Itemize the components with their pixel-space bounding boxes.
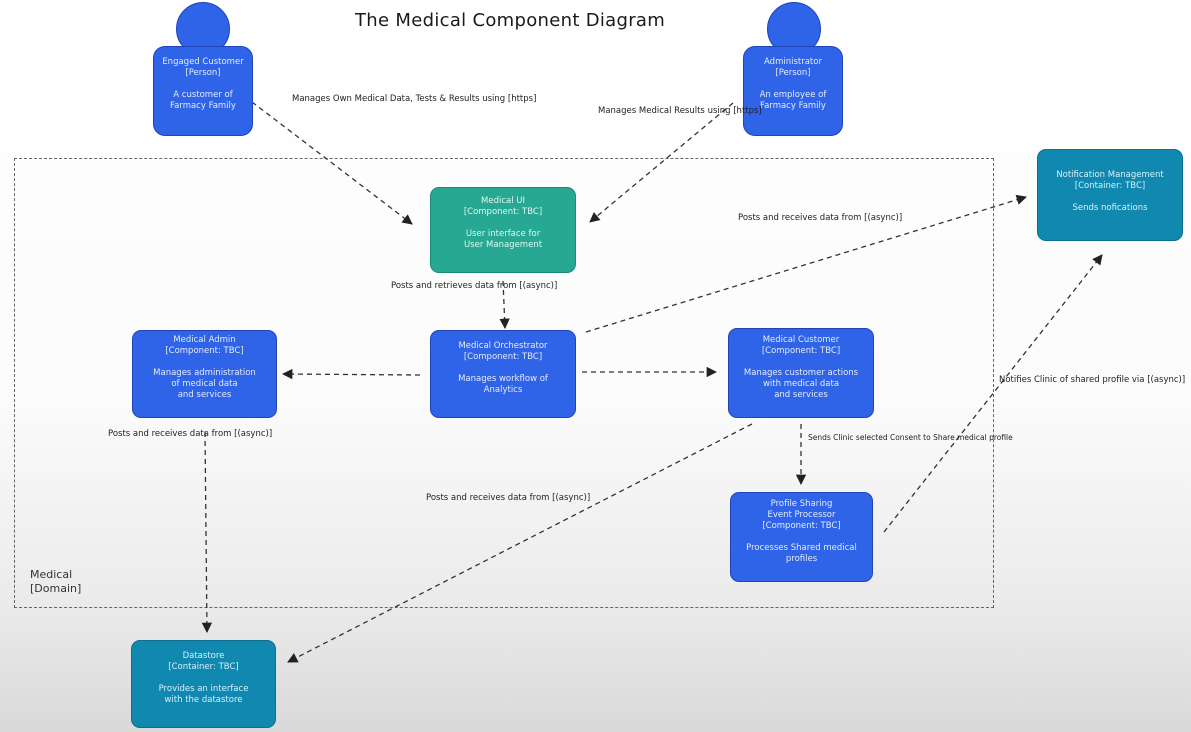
edge-label-line: Results using xyxy=(448,94,506,104)
edge-label-ui-to-orchestrator: Posts and retrieves data from [(async)] xyxy=(391,281,557,292)
medical-customer-desc-line: and services xyxy=(774,390,828,400)
edge-label-line: Manages Own Medical xyxy=(292,94,388,104)
medical-admin-name: Medical Admin xyxy=(173,335,236,345)
datastore-name: Datastore xyxy=(182,651,225,661)
edge-label-line: from xyxy=(211,429,232,439)
edge-label-line: [https] xyxy=(733,106,762,116)
administrator-type: [Person] xyxy=(775,68,811,78)
medical-admin-type: [Component: TBC] xyxy=(165,346,244,356)
medical-orchestrator-name: Medical Orchestrator xyxy=(458,341,548,351)
edge-label-line: Manages Medical xyxy=(598,106,672,116)
administrator-desc-line: Farmacy Family xyxy=(760,101,826,111)
edge-label-line: Consent to Share medical xyxy=(889,433,987,442)
edge-label-line: receives data xyxy=(781,213,839,223)
edge-label-admin-to-datastore: Posts and receives data from [(async)] xyxy=(108,429,272,440)
notification-management-type: [Container: TBC] xyxy=(1074,181,1146,191)
medical-orchestrator-desc-line: Analytics xyxy=(483,385,523,395)
edge-label-line: [(async)] xyxy=(864,213,903,223)
engaged-customer-person[interactable]: Engaged Customer [Person] A customer of … xyxy=(153,46,253,136)
edge-label-line: via xyxy=(1131,375,1145,385)
engaged-customer-desc-line: A customer of xyxy=(173,90,233,100)
datastore-desc-line: Provides an interface xyxy=(158,684,249,694)
datastore-type: [Container: TBC] xyxy=(168,662,239,672)
profile-sharing-name: Event Processor xyxy=(767,510,836,520)
profile-sharing-name: Profile Sharing xyxy=(770,499,833,509)
profile-sharing-desc-line: Processes Shared medical xyxy=(746,543,857,553)
administrator-name: Administrator xyxy=(764,57,822,67)
medical-admin-desc-line: and services xyxy=(177,390,232,400)
medical-ui-name: Medical UI xyxy=(481,196,525,206)
edge-label-line: [(async)] xyxy=(519,281,558,291)
edge-label-customer-to-profile: Sends Clinic selected Consent to Share m… xyxy=(808,433,1013,443)
medical-customer-desc-line: Manages customer actions xyxy=(743,368,859,378)
edge-label-line: [https] xyxy=(507,94,537,104)
edge-label-line: from xyxy=(841,213,862,223)
edge-label-line: data from xyxy=(474,281,517,291)
edge-profile-to-notification xyxy=(883,254,1103,533)
medical-ui-desc-line: User interface for xyxy=(465,229,541,239)
edge-label-line: Data, Tests & xyxy=(389,94,447,104)
domain-name: Medical xyxy=(30,568,73,581)
edge-label-orchestrator-to-notification: Posts and receives data from [(async)] xyxy=(738,213,902,224)
edge-customer-to-ui xyxy=(251,101,413,225)
notification-management-container[interactable]: Notification Management [Container: TBC]… xyxy=(1037,149,1183,241)
edge-label-profile-to-notification: Notifies Clinic of shared profile via [(… xyxy=(999,375,1185,386)
datastore-container[interactable]: Datastore [Container: TBC] Provides an i… xyxy=(131,640,276,728)
medical-admin-desc-line: of medical data xyxy=(171,379,238,389)
domain-boundary-label: Medical [Domain] xyxy=(30,568,81,596)
edge-label-line: Posts and retrieves xyxy=(391,281,473,291)
edge-label-line: Sends Clinic selected xyxy=(808,433,888,442)
domain-boundary xyxy=(14,158,994,608)
edge-label-line: [(async)] xyxy=(1147,375,1186,385)
medical-admin-desc-line: Manages administration xyxy=(153,368,256,378)
edge-label-admin-to-ui: Manages Medical Results using [https] xyxy=(598,106,762,117)
datastore-desc-line: with the datastore xyxy=(164,695,243,705)
diagram-title: The Medical Component Diagram xyxy=(355,10,666,31)
profile-sharing-component[interactable]: Profile Sharing Event Processor [Compone… xyxy=(730,492,873,582)
edge-label-line: Notifies Clinic xyxy=(999,375,1058,385)
profile-sharing-type: [Component: TBC] xyxy=(762,521,841,531)
edge-label-line: Results using xyxy=(674,106,731,116)
domain-type: [Domain] xyxy=(30,582,82,595)
engaged-customer-type: [Person] xyxy=(185,68,221,78)
edge-ui-to-orchestrator xyxy=(499,280,510,330)
edge-label-line: [(async)] xyxy=(552,493,591,503)
medical-customer-type: [Component: TBC] xyxy=(761,346,841,356)
edge-label-line: [(async)] xyxy=(234,429,273,439)
administrator-person[interactable]: Administrator [Person] An employee of Fa… xyxy=(743,46,843,136)
edge-admin-to-ui xyxy=(589,102,734,223)
edge-orchestrator-to-admin xyxy=(281,368,421,380)
medical-customer-name: Medical Customer xyxy=(762,335,840,345)
edge-label-line: Posts and xyxy=(426,493,467,503)
administrator-desc-line: An employee of xyxy=(759,90,827,100)
profile-sharing-desc-line: profiles xyxy=(785,554,818,564)
edge-label-line: Posts and xyxy=(738,213,779,223)
medical-ui-desc-line: User Management xyxy=(463,240,543,250)
engaged-customer-desc-line: Farmacy Family xyxy=(170,101,236,111)
edge-admin-to-datastore xyxy=(201,431,213,634)
medical-orchestrator-desc-line: Manages workflow of xyxy=(458,374,548,384)
medical-ui-component[interactable]: Medical UI [Component: TBC] User interfa… xyxy=(430,187,576,273)
edge-label-line: receives data xyxy=(151,429,209,439)
edge-label-line: from xyxy=(529,493,550,503)
edge-label-customer-to-datastore: Posts and receives data from [(async)] xyxy=(426,493,590,504)
medical-admin-component[interactable]: Medical Admin [Component: TBC] Manages a… xyxy=(132,330,277,418)
edge-label-line: receives data xyxy=(469,493,527,503)
medical-customer-component[interactable]: Medical Customer [Component: TBC] Manage… xyxy=(728,328,874,418)
edge-orchestrator-to-notification xyxy=(585,194,1027,333)
notification-management-desc-line: Sends nofications xyxy=(1072,203,1148,213)
medical-ui-type: [Component: TBC] xyxy=(463,207,543,217)
medical-orchestrator-type: [Component: TBC] xyxy=(463,352,543,362)
edge-label-line: of shared profile xyxy=(1059,375,1130,385)
edge-customer-to-datastore xyxy=(287,423,753,663)
medical-customer-desc-line: with medical data xyxy=(762,379,840,389)
edge-label-line: Posts and xyxy=(108,429,149,439)
medical-orchestrator-component[interactable]: Medical Orchestrator [Component: TBC] Ma… xyxy=(430,330,576,418)
notification-management-name: Notification Management xyxy=(1056,170,1164,180)
engaged-customer-name: Engaged Customer xyxy=(162,57,244,67)
edge-label-line: profile xyxy=(989,433,1013,442)
edge-label-customer-to-ui: Manages Own Medical Data, Tests & Result… xyxy=(292,94,536,105)
